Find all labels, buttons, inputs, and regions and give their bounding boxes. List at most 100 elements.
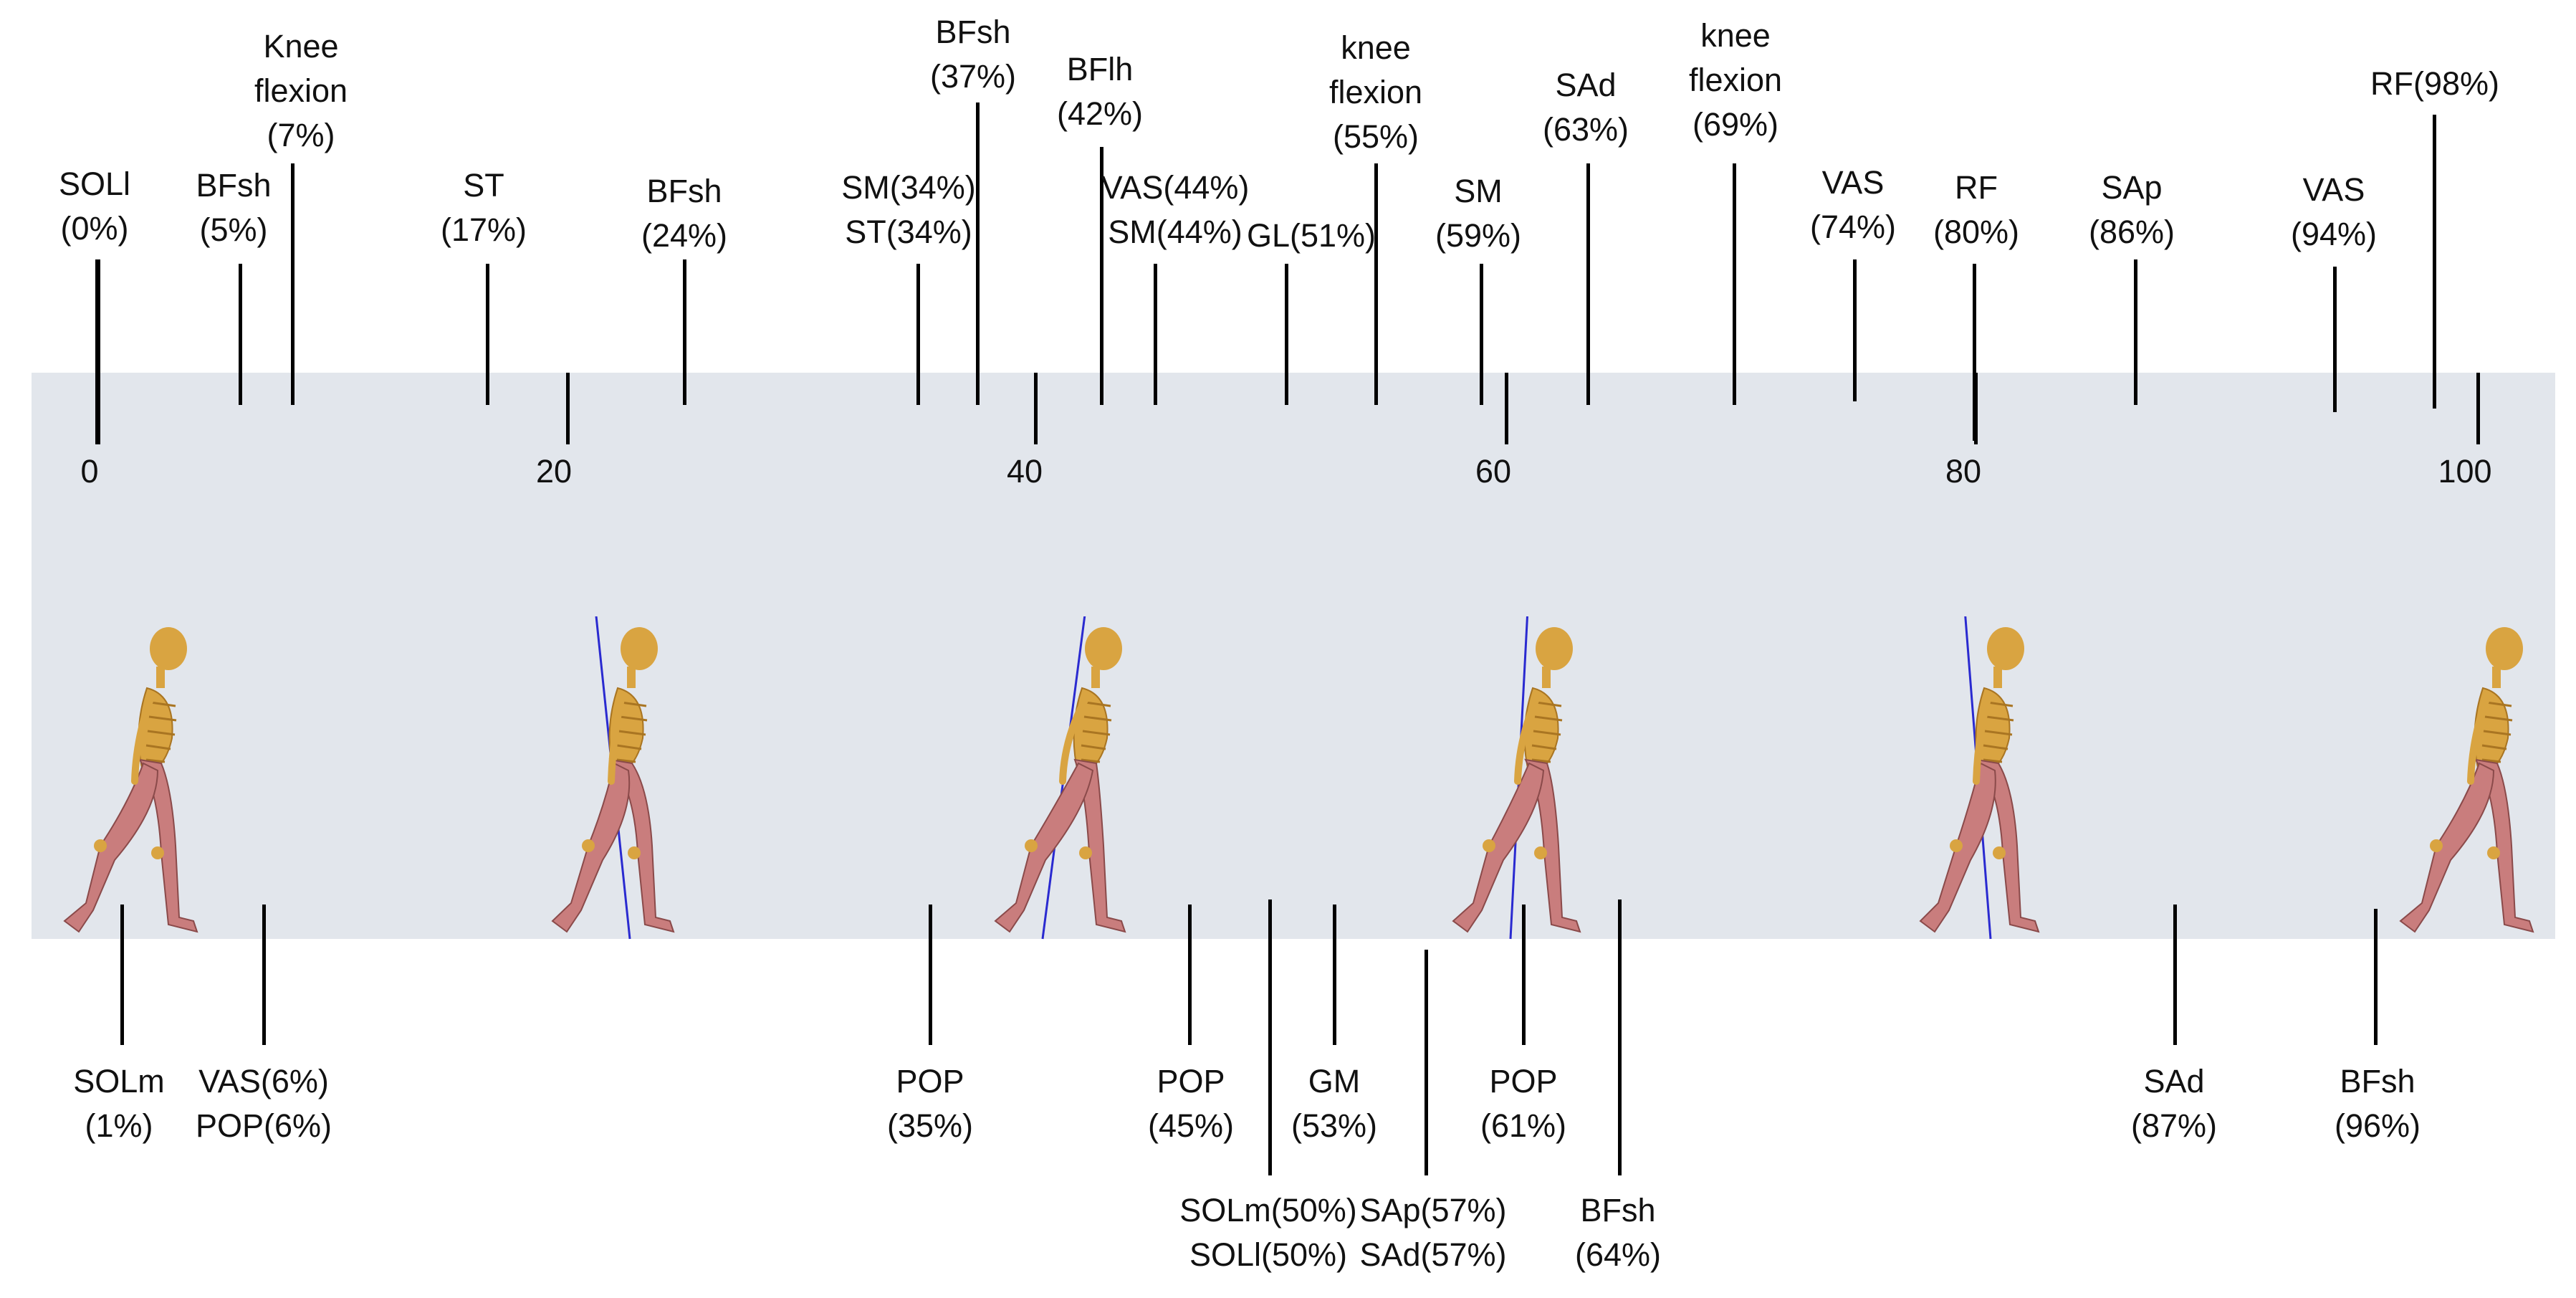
event-label-line: (7%)	[267, 117, 335, 153]
event-label-line: BFsh	[1580, 1192, 1656, 1228]
top-event-label: ST (17%)	[441, 163, 527, 252]
axis-tick-label: 100	[2438, 453, 2492, 490]
top-event-line	[95, 259, 99, 444]
event-label-line: (87%)	[2130, 1107, 2218, 1144]
event-label-line: flexion	[1688, 62, 1783, 98]
event-label-line: RF(98%)	[2370, 65, 2500, 102]
event-label-line: POP	[1489, 1063, 1558, 1099]
event-label-line: SAp	[2101, 169, 2163, 206]
top-event-label: SM(59%)	[1435, 169, 1521, 258]
top-event-label: BFsh(24%)	[641, 169, 727, 258]
bottom-event-label: POP (61%)	[1480, 1059, 1566, 1148]
walking-skeleton-figure	[978, 609, 1150, 946]
bottom-event-label: POP(35%)	[887, 1059, 973, 1148]
bottom-event-line	[1268, 899, 1272, 1175]
event-label-line: (61%)	[1480, 1107, 1567, 1144]
event-label-line: SAp(57%)	[1359, 1192, 1507, 1228]
walking-skeleton-figure	[50, 616, 222, 946]
event-label-line: VAS(6%)	[198, 1063, 329, 1099]
top-event-line	[2134, 259, 2137, 405]
top-event-label: SAd (63%)	[1543, 63, 1629, 152]
top-event-label: BFsh(37%)	[930, 10, 1016, 99]
event-label-line: (86%)	[2088, 214, 2175, 250]
top-event-line	[1586, 163, 1590, 405]
top-event-label: GL(51%)	[1247, 214, 1376, 258]
event-label-line: SOLm	[73, 1063, 165, 1099]
top-event-line	[1973, 264, 1976, 441]
bottom-event-label: SAp(57%) SAd(57%)	[1359, 1188, 1506, 1277]
top-event-label: SM(34%) ST(34%)	[841, 166, 976, 254]
event-label-line: flexion	[1328, 74, 1423, 110]
event-label-line: BFsh	[2340, 1063, 2415, 1099]
bottom-event-line	[1333, 905, 1336, 1045]
event-label-line: ST	[463, 167, 504, 204]
event-label-line: SOLl(50%)	[1189, 1236, 1348, 1273]
event-label-line: (96%)	[2334, 1107, 2421, 1144]
bottom-event-label: BFsh (64%)	[1575, 1188, 1661, 1277]
axis-tick-label: 80	[1945, 453, 1982, 490]
event-label-line: (80%)	[1933, 214, 2020, 250]
event-label-line: SM(34%)	[841, 169, 976, 206]
event-label-line: POP(6%)	[195, 1107, 332, 1144]
axis-tick-line	[2476, 373, 2480, 444]
event-label-line: (45%)	[1147, 1107, 1235, 1144]
bottom-event-label: SOLm (1%)	[73, 1059, 165, 1148]
bottom-event-label: SOLm(50%)SOLl(50%)	[1179, 1188, 1357, 1277]
top-event-line	[1480, 264, 1483, 405]
axis-tick-label: 40	[1006, 453, 1043, 490]
event-label-line: knee	[1700, 17, 1771, 54]
walking-skeleton-figure	[2386, 616, 2558, 946]
top-event-line	[1733, 163, 1736, 405]
event-label-line: VAS	[2302, 171, 2365, 208]
top-event-line	[1100, 147, 1103, 405]
bottom-event-label: BFsh (96%)	[2335, 1059, 2421, 1148]
top-event-label: BFsh(5%)	[196, 163, 271, 252]
top-event-line	[1154, 264, 1157, 405]
top-event-label: VAS(44%)SM(44%)	[1101, 166, 1250, 254]
event-label-line: ST(34%)	[845, 214, 972, 250]
event-label-line: GM	[1308, 1063, 1361, 1099]
event-label-line: POP	[896, 1063, 964, 1099]
event-label-line: GL(51%)	[1246, 217, 1376, 254]
top-event-label: VAS(74%)	[1810, 161, 1896, 249]
top-event-line	[2333, 267, 2337, 412]
event-label-line: (1%)	[85, 1107, 153, 1144]
top-event-label: BFlh(42%)	[1057, 47, 1143, 136]
top-event-label: VAS(94%)	[2291, 168, 2377, 257]
bottom-event-line	[120, 905, 124, 1045]
event-label-line: SAd(57%)	[1359, 1236, 1507, 1273]
bottom-event-line	[2374, 909, 2378, 1045]
event-label-line: (5%)	[199, 211, 268, 248]
top-event-line	[1374, 163, 1378, 405]
event-label-line: (24%)	[641, 217, 728, 254]
event-label-line: (37%)	[929, 58, 1017, 95]
event-label-line: (63%)	[1542, 111, 1629, 148]
event-label-line: POP	[1157, 1063, 1225, 1099]
event-label-line: SAd	[2143, 1063, 2205, 1099]
event-label-line: flexion	[254, 72, 348, 109]
top-event-line	[683, 259, 686, 405]
bottom-event-line	[1618, 899, 1622, 1175]
bottom-event-label: SAd (87%)	[2131, 1059, 2217, 1148]
top-event-line	[916, 264, 920, 405]
event-label-line: SM(44%)	[1108, 214, 1242, 250]
top-event-label: RF(80%)	[1933, 166, 2019, 254]
event-label-line: BFlh	[1066, 51, 1134, 87]
event-label-line: Knee	[263, 28, 339, 65]
event-label-line: (17%)	[440, 211, 527, 248]
bottom-event-line	[2173, 905, 2177, 1045]
top-event-label: RF(98%)	[2370, 62, 2499, 106]
top-event-label: SAp (86%)	[2089, 166, 2175, 254]
axis-tick-line	[566, 373, 570, 444]
gait-cycle-band	[32, 373, 2555, 939]
top-event-line	[239, 264, 242, 405]
event-label-line: SM	[1454, 173, 1503, 209]
bottom-event-line	[929, 905, 932, 1045]
event-label-line: SAd	[1555, 67, 1617, 103]
event-label-line: (64%)	[1574, 1236, 1662, 1273]
event-label-line: (74%)	[1809, 209, 1897, 245]
walking-skeleton-figure	[1433, 609, 1605, 946]
